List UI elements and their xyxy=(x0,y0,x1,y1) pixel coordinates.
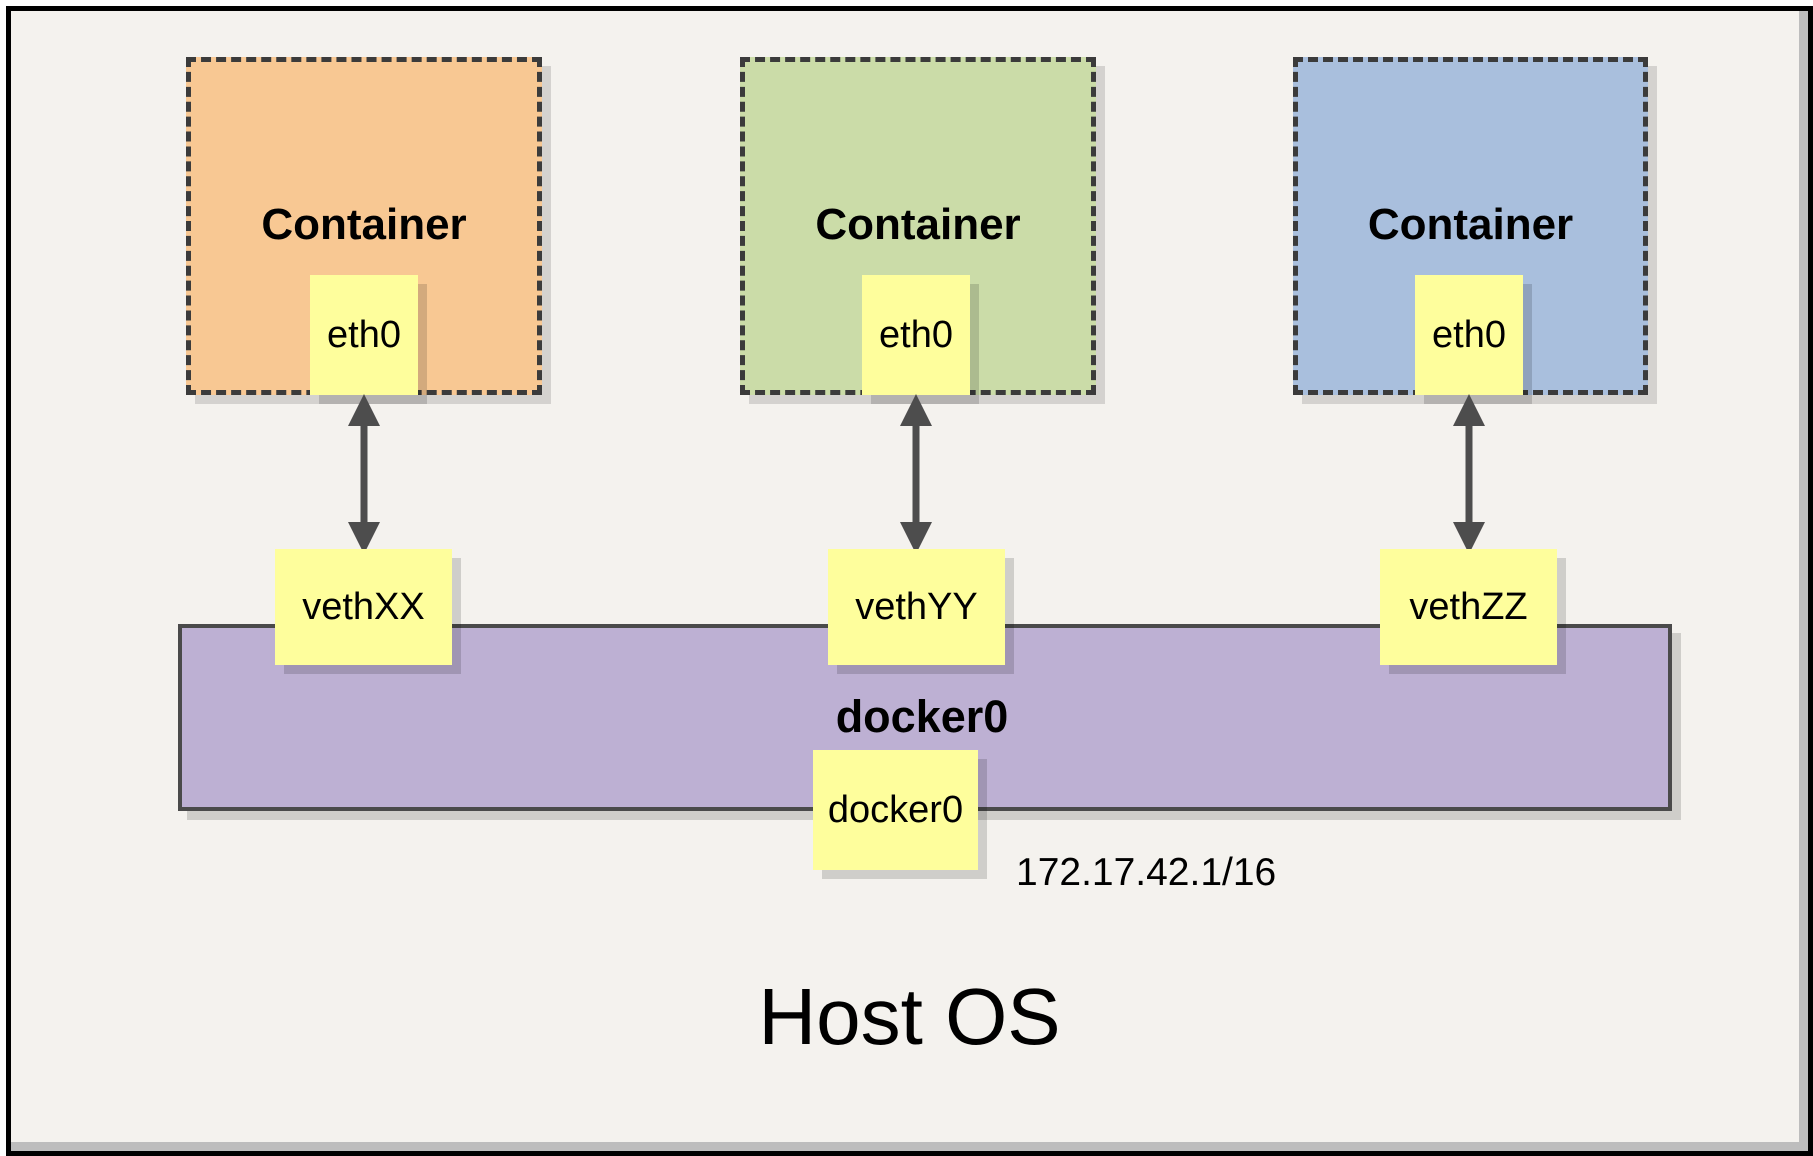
eth0-box-3: eth0 xyxy=(1415,275,1523,395)
vethzz-box: vethZZ xyxy=(1380,549,1557,665)
container-1-title: Container xyxy=(261,200,467,249)
arrow-eth0-vethyy xyxy=(900,394,932,554)
eth0-box-1: eth0 xyxy=(310,275,418,395)
eth0-label-1: eth0 xyxy=(327,313,401,356)
eth0-label-3: eth0 xyxy=(1432,313,1506,356)
arrow-eth0-vethzz xyxy=(1453,394,1485,554)
container-3-title: Container xyxy=(1367,200,1574,249)
docker0-interface-box: docker0 xyxy=(813,750,978,870)
container-2-title: Container xyxy=(815,200,1021,249)
eth0-box-2: eth0 xyxy=(862,275,970,395)
vethyy-box: vethYY xyxy=(828,549,1005,665)
vethzz-label: vethZZ xyxy=(1409,585,1528,628)
docker0-bridge-title: docker0 xyxy=(835,691,1009,742)
vethxx-label: vethXX xyxy=(302,585,425,628)
host-os-frame: Container Container Container eth0 eth0 … xyxy=(6,6,1813,1156)
docker0-interface-label: docker0 xyxy=(827,788,964,831)
vethyy-label: vethYY xyxy=(855,585,978,628)
arrow-eth0-vethxx xyxy=(348,394,380,554)
bridge-ip-address: 172.17.42.1/16 xyxy=(1016,851,1277,894)
eth0-label-2: eth0 xyxy=(879,313,953,356)
vethxx-box: vethXX xyxy=(275,549,452,665)
host-os-title: Host OS xyxy=(758,972,1061,1061)
